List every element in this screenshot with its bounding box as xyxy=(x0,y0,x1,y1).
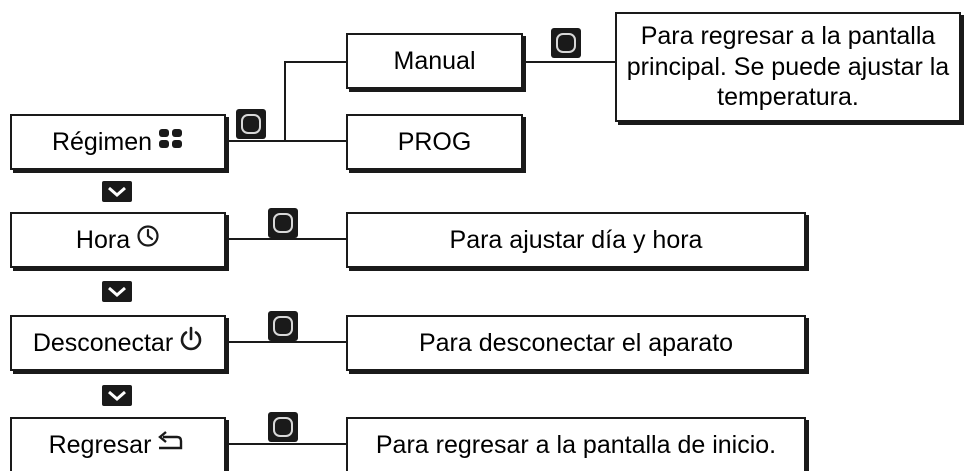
grid-four-icon xyxy=(158,127,184,158)
note-regresar-text: Para regresar a la pantalla de inicio. xyxy=(375,430,777,459)
submenu-item-manual-label: Manual xyxy=(393,46,476,75)
clock-icon xyxy=(136,224,160,256)
ok-button-icon xyxy=(268,311,298,341)
menu-item-desconectar: Desconectar xyxy=(10,315,226,371)
note-hora-text: Para ajustar día y hora xyxy=(449,225,703,254)
menu-item-regimen: Régimen xyxy=(10,114,226,170)
down-arrow-button-icon xyxy=(102,281,132,302)
connector-branch-prog xyxy=(284,140,346,142)
connector-regimen-branch xyxy=(228,140,286,142)
menu-item-regresar: Regresar xyxy=(10,417,226,471)
ok-button-icon xyxy=(268,412,298,442)
note-manual: Para regresar a la pantalla principal. S… xyxy=(615,12,961,122)
menu-item-regresar-label: Regresar xyxy=(48,430,152,459)
menu-item-hora: Hora xyxy=(10,212,226,268)
submenu-item-prog: PROG xyxy=(346,114,523,170)
submenu-item-manual: Manual xyxy=(346,33,523,89)
power-icon xyxy=(179,326,203,360)
connector-branch-vertical xyxy=(284,61,286,142)
connector-regresar-note xyxy=(226,443,346,445)
note-regresar: Para regresar a la pantalla de inicio. xyxy=(346,417,806,471)
note-hora: Para ajustar día y hora xyxy=(346,212,806,268)
down-arrow-button-icon xyxy=(102,181,132,202)
note-desconectar: Para desconectar el aparato xyxy=(346,315,806,371)
note-manual-text: Para regresar a la pantalla principal. S… xyxy=(626,22,950,112)
menu-item-hora-label: Hora xyxy=(75,225,131,254)
menu-item-regimen-label: Régimen xyxy=(51,127,153,156)
connector-desconectar-note xyxy=(226,341,346,343)
connector-manual-note xyxy=(525,61,615,63)
submenu-item-prog-label: PROG xyxy=(397,127,472,156)
ok-button-icon xyxy=(268,208,298,238)
ok-button-icon xyxy=(236,109,266,139)
down-arrow-button-icon xyxy=(102,385,132,406)
return-arrow-icon xyxy=(157,430,187,461)
connector-branch-manual xyxy=(284,61,346,63)
menu-item-desconectar-label: Desconectar xyxy=(32,328,174,357)
ok-button-icon xyxy=(551,28,581,58)
note-desconectar-text: Para desconectar el aparato xyxy=(418,328,734,357)
connector-hora-note xyxy=(226,238,346,240)
